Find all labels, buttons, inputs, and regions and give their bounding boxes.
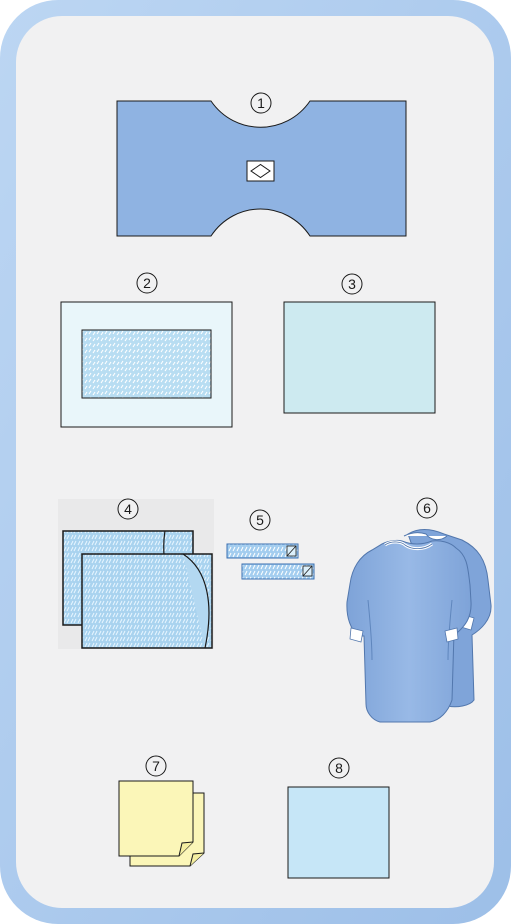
item-8-towel — [288, 787, 389, 878]
badge-number: 7 — [152, 758, 160, 774]
badge-number: 8 — [335, 760, 343, 776]
item-1-badge: 1 — [251, 93, 271, 113]
item-3-sheet — [284, 302, 435, 413]
item-7-badge: 7 — [146, 756, 166, 776]
item-3-badge: 3 — [342, 274, 362, 294]
item-8-badge: 8 — [329, 758, 349, 778]
badge-number: 6 — [423, 500, 431, 516]
item-7-towels — [119, 781, 204, 866]
badge-number: 1 — [257, 95, 265, 111]
item-4-pouches — [58, 499, 214, 649]
badge-number: 2 — [143, 275, 151, 291]
item-5-badge: 5 — [250, 510, 270, 530]
item-4-badge: 4 — [118, 499, 138, 519]
gown-front — [347, 540, 471, 722]
drape-2-window — [82, 330, 211, 398]
item-2-badge: 2 — [137, 273, 157, 293]
badge-number: 5 — [256, 512, 264, 528]
badge-number: 3 — [348, 276, 356, 292]
item-6-badge: 6 — [417, 498, 437, 518]
item-2-drape — [61, 302, 232, 427]
badge-number: 4 — [124, 501, 132, 517]
item-6-gowns — [347, 530, 491, 723]
